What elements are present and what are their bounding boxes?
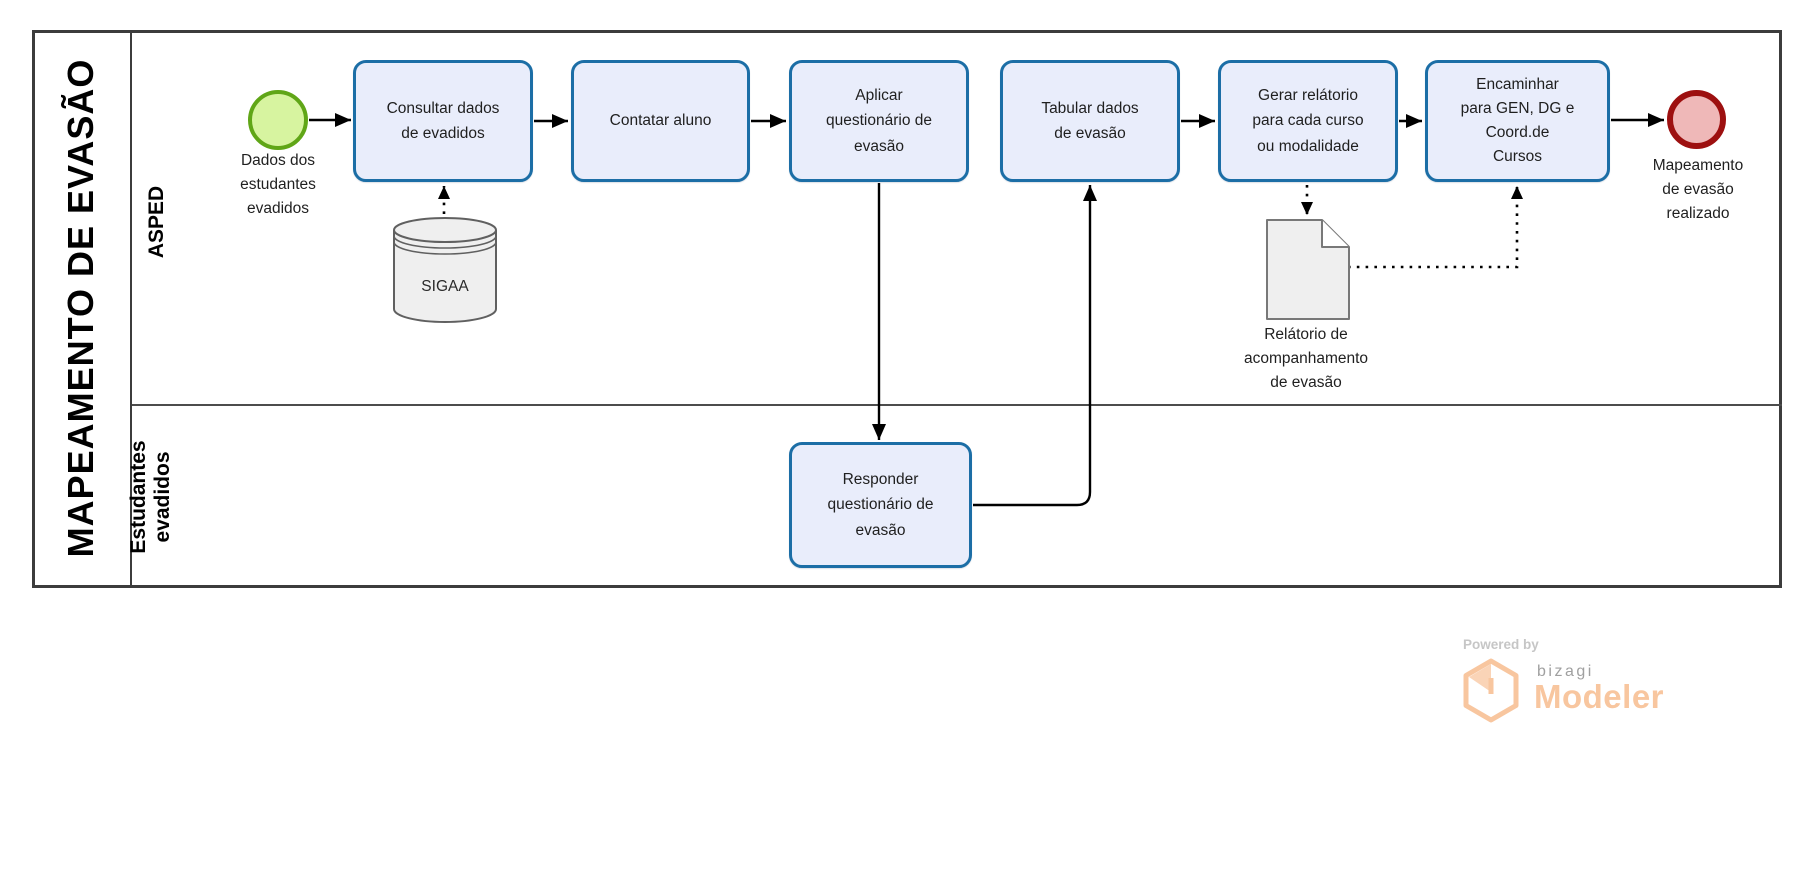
data-store-sigaa-label: SIGAA: [421, 278, 469, 295]
powered-by-label: Powered by: [1463, 637, 1539, 652]
task-label: Gerar relátorio para cada curso ou modal…: [1252, 87, 1364, 155]
task-label: Encaminhar para GEN, DG e Coord.de Curso…: [1460, 75, 1575, 166]
start-event-label: Dados dos estudantes evadidos: [240, 152, 316, 218]
lane-divider: [132, 404, 1782, 406]
pool-title: MAPEAMENTO DE EVASÃO: [60, 58, 101, 558]
data-object-relatorio-label: Relátorio de acompanhamento de evasão: [1243, 326, 1369, 392]
start-event[interactable]: [248, 90, 308, 150]
task-encaminhar-para-gen-dg-coord[interactable]: Encaminhar para GEN, DG e Coord.de Curso…: [1425, 60, 1610, 182]
task-label: Consultar dados de evadidos: [386, 99, 500, 142]
task-aplicar-questionario-de-evasao[interactable]: Aplicar questionário de evasão: [789, 60, 969, 182]
bizagi-hexagon-icon: [1463, 658, 1519, 723]
task-responder-questionario-de-evasao[interactable]: Responder questionário de evasão: [789, 442, 972, 568]
pool-title-divider: [130, 30, 132, 588]
task-label: Tabular dados de evasão: [1041, 99, 1139, 142]
task-consultar-dados-de-evadidos[interactable]: Consultar dados de evadidos: [353, 60, 533, 182]
end-event[interactable]: [1667, 90, 1726, 149]
task-label: Responder questionário de evasão: [827, 471, 934, 539]
bizagi-brand-label: bizagi: [1537, 663, 1594, 680]
modeler-product-label: Modeler: [1534, 678, 1665, 715]
task-tabular-dados-de-evasao[interactable]: Tabular dados de evasão: [1000, 60, 1180, 182]
lane-label-asped: ASPED: [144, 185, 168, 259]
task-contatar-aluno[interactable]: Contatar aluno: [571, 60, 750, 182]
task-label: Aplicar questionário de evasão: [826, 87, 932, 155]
end-event-label: Mapeamento de evasão realizado: [1652, 157, 1744, 223]
lane-label-estudantes-evadidos: Estudantes evadidos: [126, 440, 174, 554]
task-gerar-relatorio[interactable]: Gerar relátorio para cada curso ou modal…: [1218, 60, 1398, 182]
task-label: Contatar aluno: [609, 112, 712, 130]
data-object-relatorio-icon[interactable]: [1265, 218, 1351, 322]
data-store-sigaa-icon[interactable]: SIGAA: [391, 214, 499, 324]
